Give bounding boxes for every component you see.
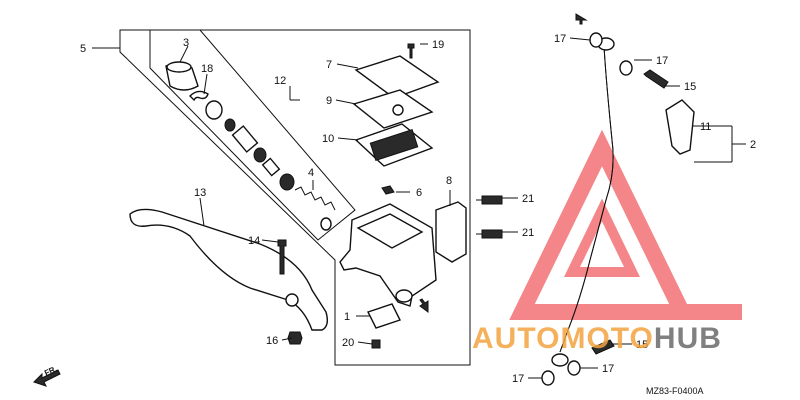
callout-10: 10 — [322, 133, 334, 145]
callout-21-upper: 21 — [522, 193, 534, 205]
callout-20: 20 — [342, 337, 354, 349]
callout-17-top-left: 17 — [554, 33, 566, 45]
assembly-arrow — [419, 298, 429, 313]
watermark-logo — [509, 129, 742, 320]
sealing-washer-1 — [589, 32, 603, 48]
hose-protector — [665, 99, 695, 155]
callout-21-lower: 21 — [522, 227, 534, 239]
callout-3: 3 — [183, 37, 189, 49]
lever-pivot-nut — [287, 331, 303, 345]
callout-17-bottom-right: 17 — [602, 363, 614, 375]
spring — [294, 186, 336, 211]
brake-light-switch — [367, 303, 401, 329]
reservoir-boot — [165, 61, 199, 91]
callout-11: 11 — [700, 121, 711, 133]
sealing-washer-2 — [619, 60, 633, 76]
callout-13: 13 — [194, 187, 206, 199]
callout-18: 18 — [201, 63, 213, 75]
callout-8: 8 — [446, 175, 452, 187]
callout-2: 2 — [750, 139, 756, 151]
piston-group-frame — [149, 29, 356, 241]
watermark-text-part1: AUTOMOTO — [472, 322, 654, 355]
sealing-washer-3 — [541, 370, 555, 386]
holder-bolt-2 — [476, 229, 503, 239]
callout-12: 12 — [274, 75, 286, 87]
watermark-text: AUTOMOTOHUB — [472, 322, 722, 355]
callout-16: 16 — [266, 335, 278, 347]
callout-17-bottom-left: 17 — [512, 373, 524, 385]
leader-lines — [92, 37, 746, 379]
reservoir-cap — [354, 55, 440, 99]
callout-15-upper: 15 — [684, 81, 696, 93]
callout-9: 9 — [326, 95, 332, 107]
cap-screw — [407, 43, 415, 59]
callout-7: 7 — [326, 59, 332, 71]
washer — [205, 100, 223, 120]
callout-14: 14 — [248, 235, 260, 247]
spring-seat — [320, 217, 332, 231]
callout-6: 6 — [416, 187, 422, 199]
piston-set — [224, 118, 295, 191]
group-frame — [119, 29, 471, 366]
watermark-triangle-outer — [509, 129, 695, 320]
front-direction-arrow — [33, 369, 61, 387]
brake-lever — [129, 208, 329, 331]
callout-15-lower: 15 — [636, 339, 648, 351]
lever-pivot-bolt — [277, 239, 287, 275]
watermark-text-part2: HUB — [654, 322, 722, 355]
watermark-triangle-inner — [564, 198, 640, 277]
callout-1: 1 — [344, 311, 350, 323]
master-cylinder-holder — [435, 201, 467, 263]
diagram-code: MZ83-F0400A — [646, 386, 704, 396]
oil-bolt-lower — [591, 339, 615, 355]
master-cylinder-body — [339, 203, 437, 307]
snap-ring — [189, 90, 209, 102]
hose-direction-arrow — [575, 13, 588, 25]
sealing-washer-4 — [567, 360, 581, 376]
oil-bolt-upper — [643, 69, 669, 89]
callout-4: 4 — [308, 167, 314, 179]
callout-19: 19 — [432, 39, 444, 51]
callout-5: 5 — [80, 43, 86, 55]
holder-bolt-1 — [476, 195, 503, 205]
callout-17-top-right: 17 — [656, 55, 668, 67]
reservoir-bolt — [381, 185, 395, 195]
switch-screw — [371, 339, 381, 349]
